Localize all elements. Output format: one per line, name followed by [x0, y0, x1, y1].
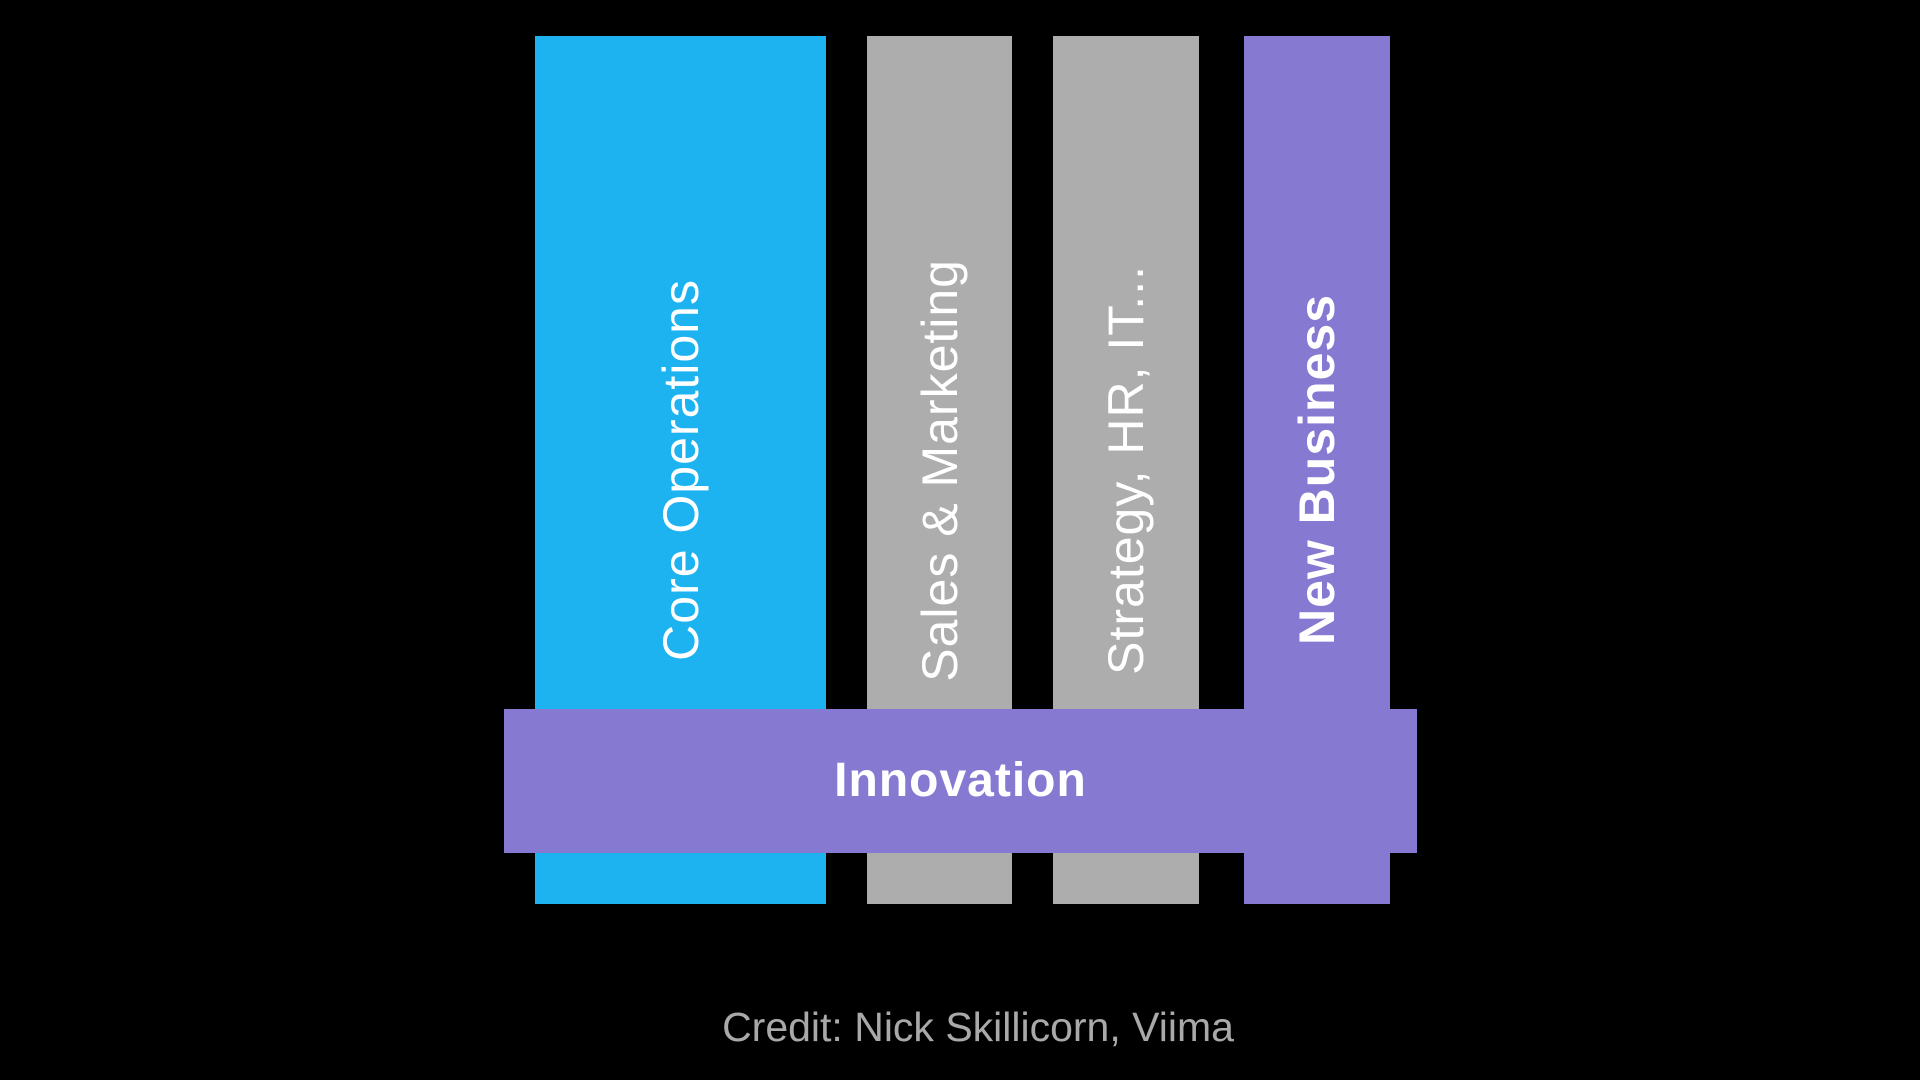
bar-core-operations-label: Core Operations — [652, 279, 709, 661]
credit-text: Credit: Nick Skillicorn, Viima — [722, 1004, 1234, 1050]
bar-sales-marketing-label: Sales & Marketing — [911, 258, 968, 682]
bar-strategy-hr-it-label: Strategy, HR, IT... — [1098, 265, 1154, 675]
bar-innovation: Innovation — [504, 709, 1417, 853]
bar-innovation-label: Innovation — [834, 754, 1087, 807]
bar-new-business-label: New Business — [1289, 294, 1345, 646]
